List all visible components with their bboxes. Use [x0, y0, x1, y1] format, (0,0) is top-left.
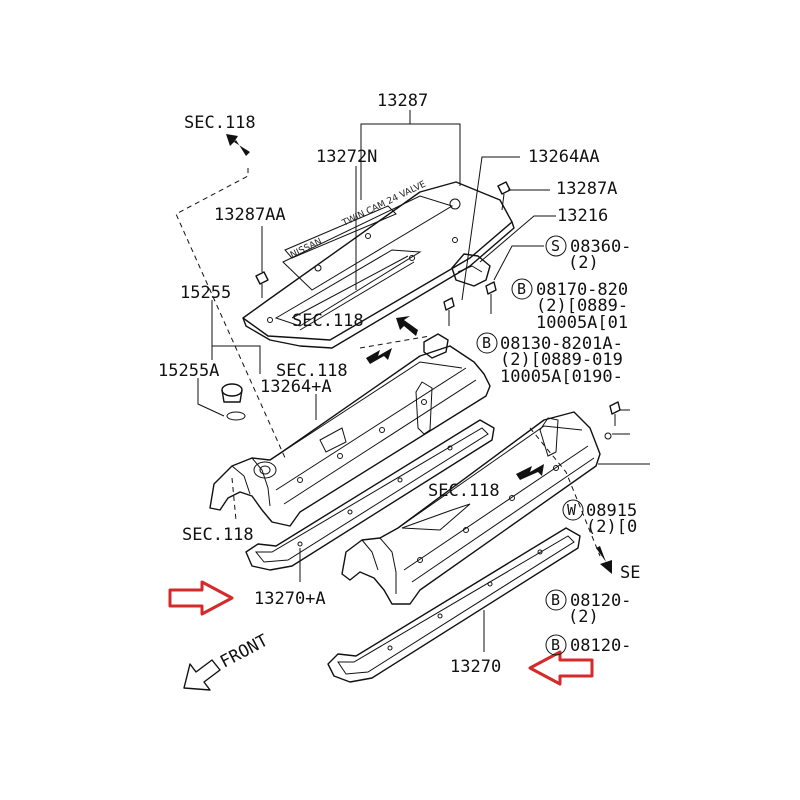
label-13287aa: 13287AA	[214, 205, 286, 225]
circle-b1: B	[517, 280, 526, 298]
circled-symbols: S B B W B B	[476, 235, 584, 656]
highlight-arrow-13270a	[168, 580, 234, 616]
label-13287: 13287	[377, 91, 428, 111]
label-sec118-right: SEC.118	[428, 481, 500, 501]
leader-lines	[197, 110, 650, 652]
label-sec118-mid2: SEC.118	[276, 361, 348, 381]
label-b08120b: 08120-	[570, 636, 631, 656]
label-b08130: 08130-8201A-	[500, 334, 623, 354]
section-references	[175, 168, 601, 557]
circle-s: S	[551, 237, 560, 255]
label-b08170: 08170-820	[536, 280, 628, 300]
label-b08120a-qty: (2)	[568, 607, 599, 627]
label-b08130-qty: (2)[0889-019	[500, 350, 623, 370]
front-arrow	[183, 659, 221, 691]
label-13216: 13216	[557, 206, 608, 226]
label-sec-cut: SE	[620, 563, 640, 583]
label-sec118-mid1: SEC.118	[292, 311, 364, 331]
rocker-cover-right	[341, 411, 601, 605]
label-front: FRONT	[217, 631, 272, 673]
label-s08360-qty: (2)	[568, 253, 599, 273]
direction-arrows	[226, 134, 612, 574]
label-15255: 15255	[180, 283, 231, 303]
circle-b3: B	[551, 591, 560, 609]
label-13264aa: 13264AA	[528, 147, 600, 167]
label-13270a: 13270+A	[254, 589, 326, 609]
label-15255a: 15255A	[158, 361, 219, 381]
gasket-left	[245, 419, 495, 571]
gasket-right	[327, 527, 581, 683]
label-sec118-left: SEC.118	[182, 525, 254, 545]
part-labels: 13287 13272N 13264AA 13287A 13216 13287A…	[158, 91, 640, 677]
label-b08170-qty: (2)[0889-	[536, 296, 628, 316]
label-b08120a: 08120-	[570, 591, 631, 611]
label-s08360: 08360-	[570, 237, 631, 257]
cover-emblem-text: TWIN CAM 24 VALVE	[340, 179, 428, 229]
label-13270: 13270	[450, 657, 501, 677]
label-b08170-ref: 10005A[01	[536, 313, 628, 333]
rocker-cover-left	[209, 333, 491, 527]
circle-b4: B	[551, 636, 560, 654]
highlight-arrows	[168, 580, 594, 686]
label-sec118-top: SEC.118	[184, 113, 256, 133]
label-13264a: 13264+A	[260, 377, 332, 397]
label-w08915-qty: (2)[0	[586, 517, 637, 537]
circle-w: W	[567, 501, 577, 519]
label-13272n: 13272N	[316, 147, 377, 167]
circle-b2: B	[482, 334, 491, 352]
label-b08130-ref: 10005A[0190-	[500, 367, 623, 387]
highlight-arrow-13270	[528, 650, 594, 686]
label-13287a: 13287A	[556, 179, 617, 199]
label-w08915: 08915	[586, 501, 637, 521]
